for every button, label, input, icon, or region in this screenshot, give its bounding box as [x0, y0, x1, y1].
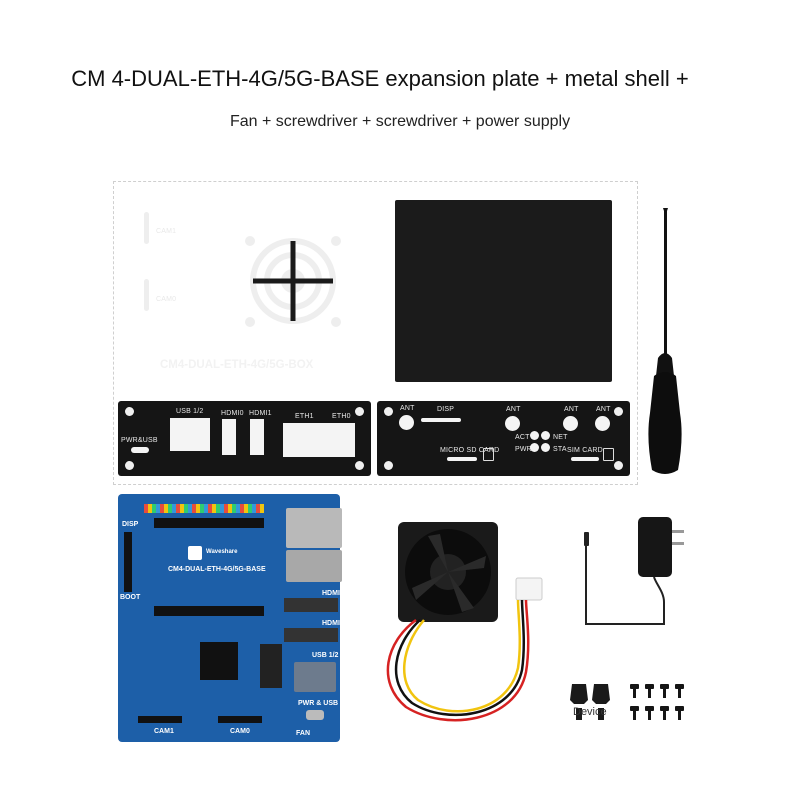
board-name-label: CM4-DUAL-ETH-4G/5G-BASE	[168, 566, 266, 573]
usb-label: USB 1/2	[176, 408, 204, 415]
cam1-label: CAM1	[154, 728, 174, 735]
net-label: NET	[553, 434, 568, 441]
screw-hole	[614, 407, 623, 416]
ant-r1-hole	[563, 416, 578, 431]
cm4-socket-top	[154, 518, 264, 528]
screw-hole	[355, 407, 364, 416]
brand-logo-icon	[188, 546, 202, 560]
product-frame	[113, 181, 638, 485]
ethernet-port-2	[286, 550, 342, 582]
cooling-fan-icon	[386, 522, 543, 722]
metal-shell-bottom	[377, 186, 630, 396]
hdmi1-label: HDMI1	[249, 410, 272, 417]
hdmi1-cutout	[250, 419, 264, 455]
ant-mid-hole	[505, 416, 520, 431]
act-led-hole	[530, 431, 539, 440]
sim-card-label: SIM CARD	[567, 447, 603, 454]
standoffs-icon	[570, 684, 610, 720]
eth0-label: ETH0	[332, 413, 351, 420]
screw-hole	[384, 461, 393, 470]
eth-cutout	[283, 423, 355, 457]
cam1-label: CAM1	[156, 228, 177, 235]
pwr-usb-port	[306, 710, 324, 720]
pwr-usb-cutout	[131, 447, 149, 453]
back-panel-plate: ANT DISP ANT ANT ANT ACT NET PWR STA MIC…	[377, 401, 630, 476]
hdmi0-cutout	[222, 419, 236, 455]
cam0-label: CAM0	[230, 728, 250, 735]
page-title: CM 4-DUAL-ETH-4G/5G-BASE expansion plate…	[71, 66, 689, 91]
ant-r1-label: ANT	[564, 406, 579, 413]
sta-led-hole	[541, 443, 550, 452]
disp-connector	[124, 532, 132, 592]
front-panel-plate: USB 1/2 HDMI0 HDMI1 ETH1 ETH0 PWR&USB	[118, 401, 371, 476]
screw-hole	[125, 461, 134, 470]
screws-icon	[630, 684, 684, 720]
device-label: Device	[573, 706, 607, 718]
cam1-connector	[138, 716, 182, 723]
screw-hole	[384, 407, 393, 416]
metal-shell-top-cover: CAM1 CAM0 CM4-DUAL-ETH-4G/5G-BOX	[118, 186, 371, 396]
box-name-label: CM4-DUAL-ETH-4G/5G-BOX	[160, 359, 314, 371]
ant-mid-label: ANT	[506, 406, 521, 413]
pwr-usb-label: PWR & USB	[298, 700, 339, 707]
hdmi0-port	[284, 628, 338, 642]
fan-vent-icon	[245, 236, 341, 327]
cam1-slot	[144, 212, 149, 244]
usb-cutout	[170, 418, 210, 451]
cam0-connector	[218, 716, 262, 723]
sta-label: STA	[553, 446, 567, 453]
gpio-header	[144, 504, 264, 513]
usb-port	[294, 662, 336, 692]
eth1-label: ETH1	[295, 413, 314, 420]
ant-left-hole	[399, 415, 414, 430]
micro-sd-label: MICRO SD CARD	[440, 447, 500, 454]
shell-inner-panel	[395, 200, 612, 382]
sim-card-slot	[571, 457, 599, 461]
ant-r2-hole	[595, 416, 610, 431]
power-supply-icon	[584, 517, 684, 625]
ant-r2-label: ANT	[596, 406, 611, 413]
usb-label: USB 1/2	[312, 652, 339, 659]
hdmi0-label: HDMI0	[221, 410, 244, 417]
screw-hole	[614, 461, 623, 470]
micro-sd-icon	[483, 448, 494, 461]
pwr-led-hole	[530, 443, 539, 452]
fan-label: FAN	[296, 730, 310, 737]
pwr-usb-label: PWR&USB	[121, 437, 158, 444]
cam0-slot	[144, 279, 149, 311]
micro-sd-slot	[447, 457, 477, 461]
hdmi1-label: HDMI1	[322, 590, 344, 597]
screw-hole	[125, 407, 134, 416]
sim-card-icon	[603, 448, 614, 461]
m2-slot	[260, 644, 282, 688]
boot-label: BOOT	[120, 594, 141, 601]
screw-hole	[355, 461, 364, 470]
ant-left-label: ANT	[400, 405, 415, 412]
cm4-socket-bottom	[154, 606, 264, 616]
disp-label: DISP	[122, 521, 139, 528]
brand-label: Waveshare	[206, 549, 238, 555]
disp-slot	[421, 418, 461, 422]
disp-label: DISP	[437, 406, 455, 413]
net-led-hole	[541, 431, 550, 440]
cam0-label: CAM0	[156, 296, 177, 303]
act-label: ACT	[515, 434, 530, 441]
ethernet-port-1	[286, 508, 342, 548]
page-subtitle: Fan + screwdriver + screwdriver + power …	[229, 113, 571, 130]
screwdriver-icon	[648, 208, 682, 474]
expansion-board: DISP Waveshare CM4-DUAL-ETH-4G/5G-BASE B…	[118, 494, 344, 742]
pwr-label: PWR	[515, 446, 532, 453]
hdmi1-port	[284, 598, 338, 612]
hdmi0-label: HDMI0	[322, 620, 344, 627]
cpu-chip	[200, 642, 238, 680]
